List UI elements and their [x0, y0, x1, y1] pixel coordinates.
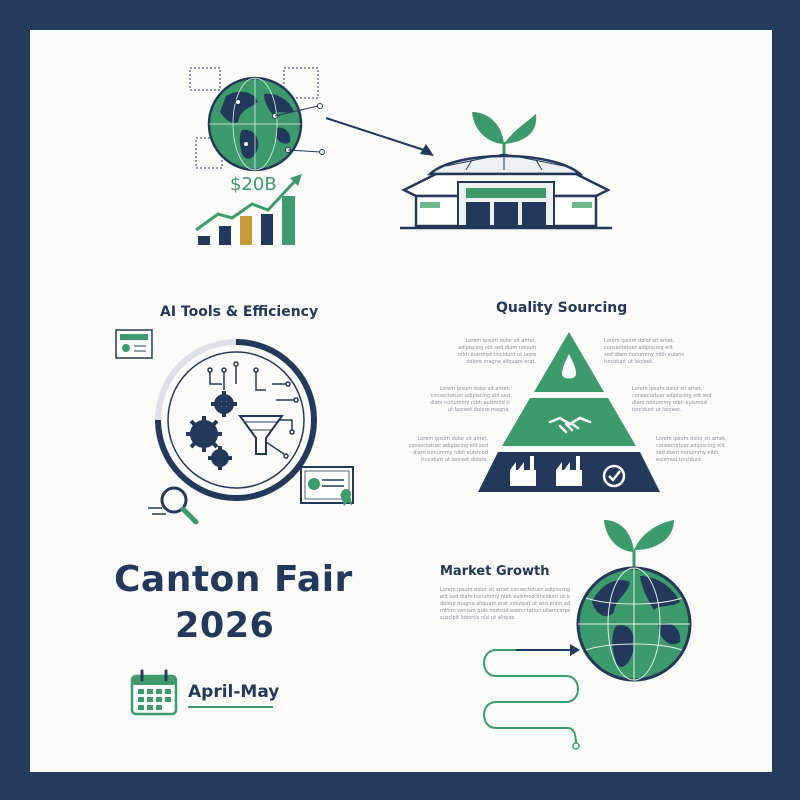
quality-sourcing-heading: Quality Sourcing [496, 300, 628, 316]
market-growth-heading: Market Growth [440, 564, 550, 579]
calendar-icon [130, 669, 178, 716]
handshake-icon [548, 416, 592, 434]
quality-left-text-2: Lorem ipsum dolor sit amet,consectetuer … [430, 386, 510, 413]
event-dates: April-May [188, 682, 280, 702]
water-drop-icon [562, 354, 576, 379]
quality-right-text-1: Lorem ipsum dolor sit amet,consectetuer … [604, 338, 684, 365]
growth-path-icon [483, 644, 580, 750]
factory-icon [510, 456, 536, 486]
dates-underline [188, 706, 273, 708]
bar-chart-icon [195, 174, 302, 245]
certificate-icon [300, 466, 354, 506]
export-value-label: $20B [230, 174, 277, 195]
quality-left-text-1: Lorem ipsum dolor sit amet,adipiscing el… [458, 338, 536, 365]
pointer-arrow [325, 117, 434, 156]
trend-arrow-icon [195, 178, 298, 232]
globe-network-icon [189, 67, 325, 172]
quality-left-text-3: Lorem ipsum dolor sit amet,consectetuer … [408, 436, 488, 463]
factory-icon [556, 456, 582, 486]
ai-tools-heading: AI Tools & Efficiency [160, 304, 319, 320]
funnel-icon [238, 415, 284, 455]
quality-pyramid [478, 332, 660, 492]
quality-right-text-2: Lorem ipsum dolor sit amet,consectetuer … [632, 386, 712, 413]
magnifier-icon [148, 486, 199, 525]
event-title: Canton Fair [114, 559, 353, 600]
quality-right-text-3: Lorem ipsum dolor sit amet,consectetuer … [656, 436, 727, 463]
infographic-card: $20B AI Tools & Efficiency [30, 30, 772, 772]
ai-efficiency-graphic [115, 329, 317, 525]
globe-sprout-icon [576, 520, 692, 682]
event-year: 2026 [175, 606, 275, 646]
checkmark-icon [602, 464, 626, 488]
exhibition-hall-icon [400, 112, 612, 230]
market-growth-text: Lorem ipsum dolor sit amet consectetuer … [440, 587, 570, 621]
certificate-icon [115, 329, 153, 359]
